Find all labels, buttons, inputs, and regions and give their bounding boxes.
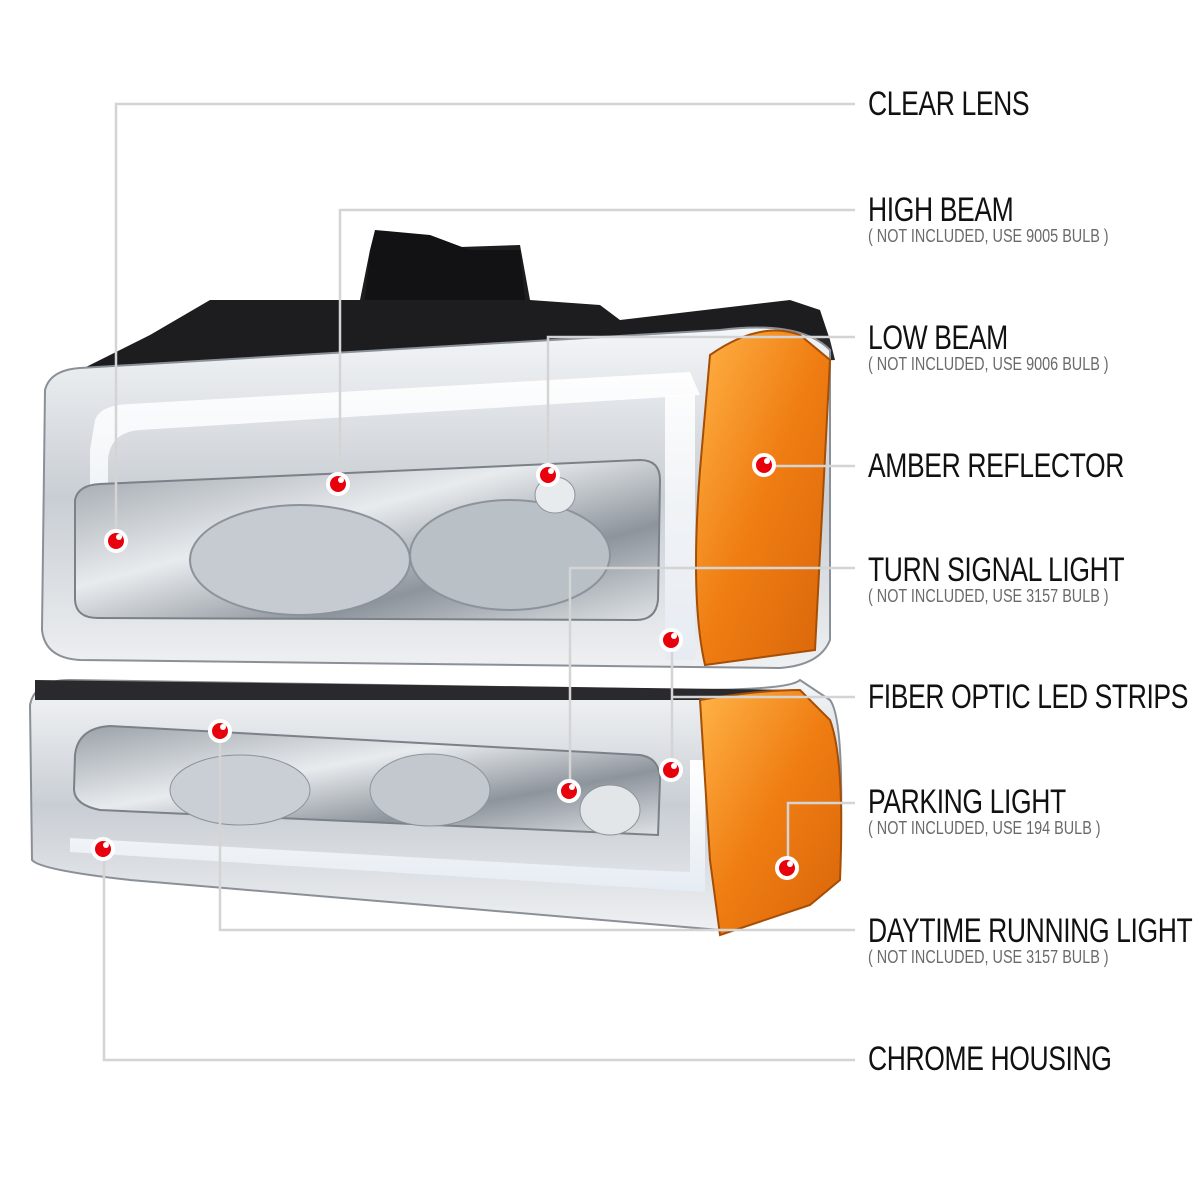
lower-bumper-light-body — [28, 678, 843, 937]
callout-note: ( NOT INCLUDED, USE 3157 BULB ) — [868, 586, 1109, 606]
callout-amber-reflector: AMBER REFLECTOR — [868, 448, 1196, 484]
callout-title: FIBER OPTIC LED STRIPS — [868, 678, 1189, 716]
callout-title: AMBER REFLECTOR — [868, 447, 1124, 485]
callout-turn-signal-light: TURN SIGNAL LIGHT ( NOT INCLUDED, USE 31… — [868, 552, 1196, 606]
callout-high-beam: HIGH BEAM ( NOT INCLUDED, USE 9005 BULB … — [868, 192, 1169, 246]
callout-title: DAYTIME RUNNING LIGHT — [868, 912, 1193, 950]
leader-line-high-beam — [338, 208, 855, 484]
dot-low-beam — [536, 463, 560, 487]
dot-clear-lens — [104, 529, 128, 553]
dot-parking-light — [775, 856, 799, 880]
dot-chrome-housing — [91, 837, 115, 861]
upper-headlight-body — [40, 326, 832, 670]
leader-lines — [102, 102, 855, 1062]
dot-daytime-running-light — [208, 719, 232, 743]
leader-line-low-beam — [546, 335, 855, 476]
callout-title: HIGH BEAM — [868, 191, 1014, 229]
callout-title: PARKING LIGHT — [868, 783, 1066, 821]
leader-line-clear-lens — [114, 102, 855, 540]
callout-dots — [91, 453, 799, 880]
dot-fiber-optic-upper — [659, 628, 683, 652]
dot-amber-reflector — [752, 453, 776, 477]
callout-title: CHROME HOUSING — [868, 1040, 1112, 1078]
dot-turn-signal — [557, 779, 581, 803]
callout-note: ( NOT INCLUDED, USE 194 BULB ) — [868, 818, 1101, 838]
callout-clear-lens: CLEAR LENS — [868, 86, 1075, 122]
callout-chrome-housing: CHROME HOUSING — [868, 1041, 1180, 1077]
callout-fiber-optic-led-strips: FIBER OPTIC LED STRIPS — [868, 679, 1200, 715]
callout-title: TURN SIGNAL LIGHT — [868, 551, 1125, 589]
leader-line-drl — [218, 730, 855, 932]
callout-note: ( NOT INCLUDED, USE 9006 BULB ) — [868, 354, 1109, 374]
leader-line-chrome-housing — [102, 850, 855, 1062]
callout-title: CLEAR LENS — [868, 85, 1030, 123]
dot-high-beam — [326, 472, 350, 496]
callout-parking-light: PARKING LIGHT ( NOT INCLUDED, USE 194 BU… — [868, 784, 1159, 838]
callout-daytime-running-light: DAYTIME RUNNING LIGHT ( NOT INCLUDED, US… — [868, 913, 1200, 967]
callout-title: LOW BEAM — [868, 319, 1008, 357]
callout-note: ( NOT INCLUDED, USE 3157 BULB ) — [868, 947, 1109, 967]
leader-line-parking-light — [786, 801, 855, 868]
callout-low-beam: LOW BEAM ( NOT INCLUDED, USE 9006 BULB ) — [868, 320, 1169, 374]
callout-note: ( NOT INCLUDED, USE 9005 BULB ) — [868, 226, 1109, 246]
leader-line-turn-signal — [568, 566, 855, 790]
dot-fiber-optic-lower — [659, 758, 683, 782]
